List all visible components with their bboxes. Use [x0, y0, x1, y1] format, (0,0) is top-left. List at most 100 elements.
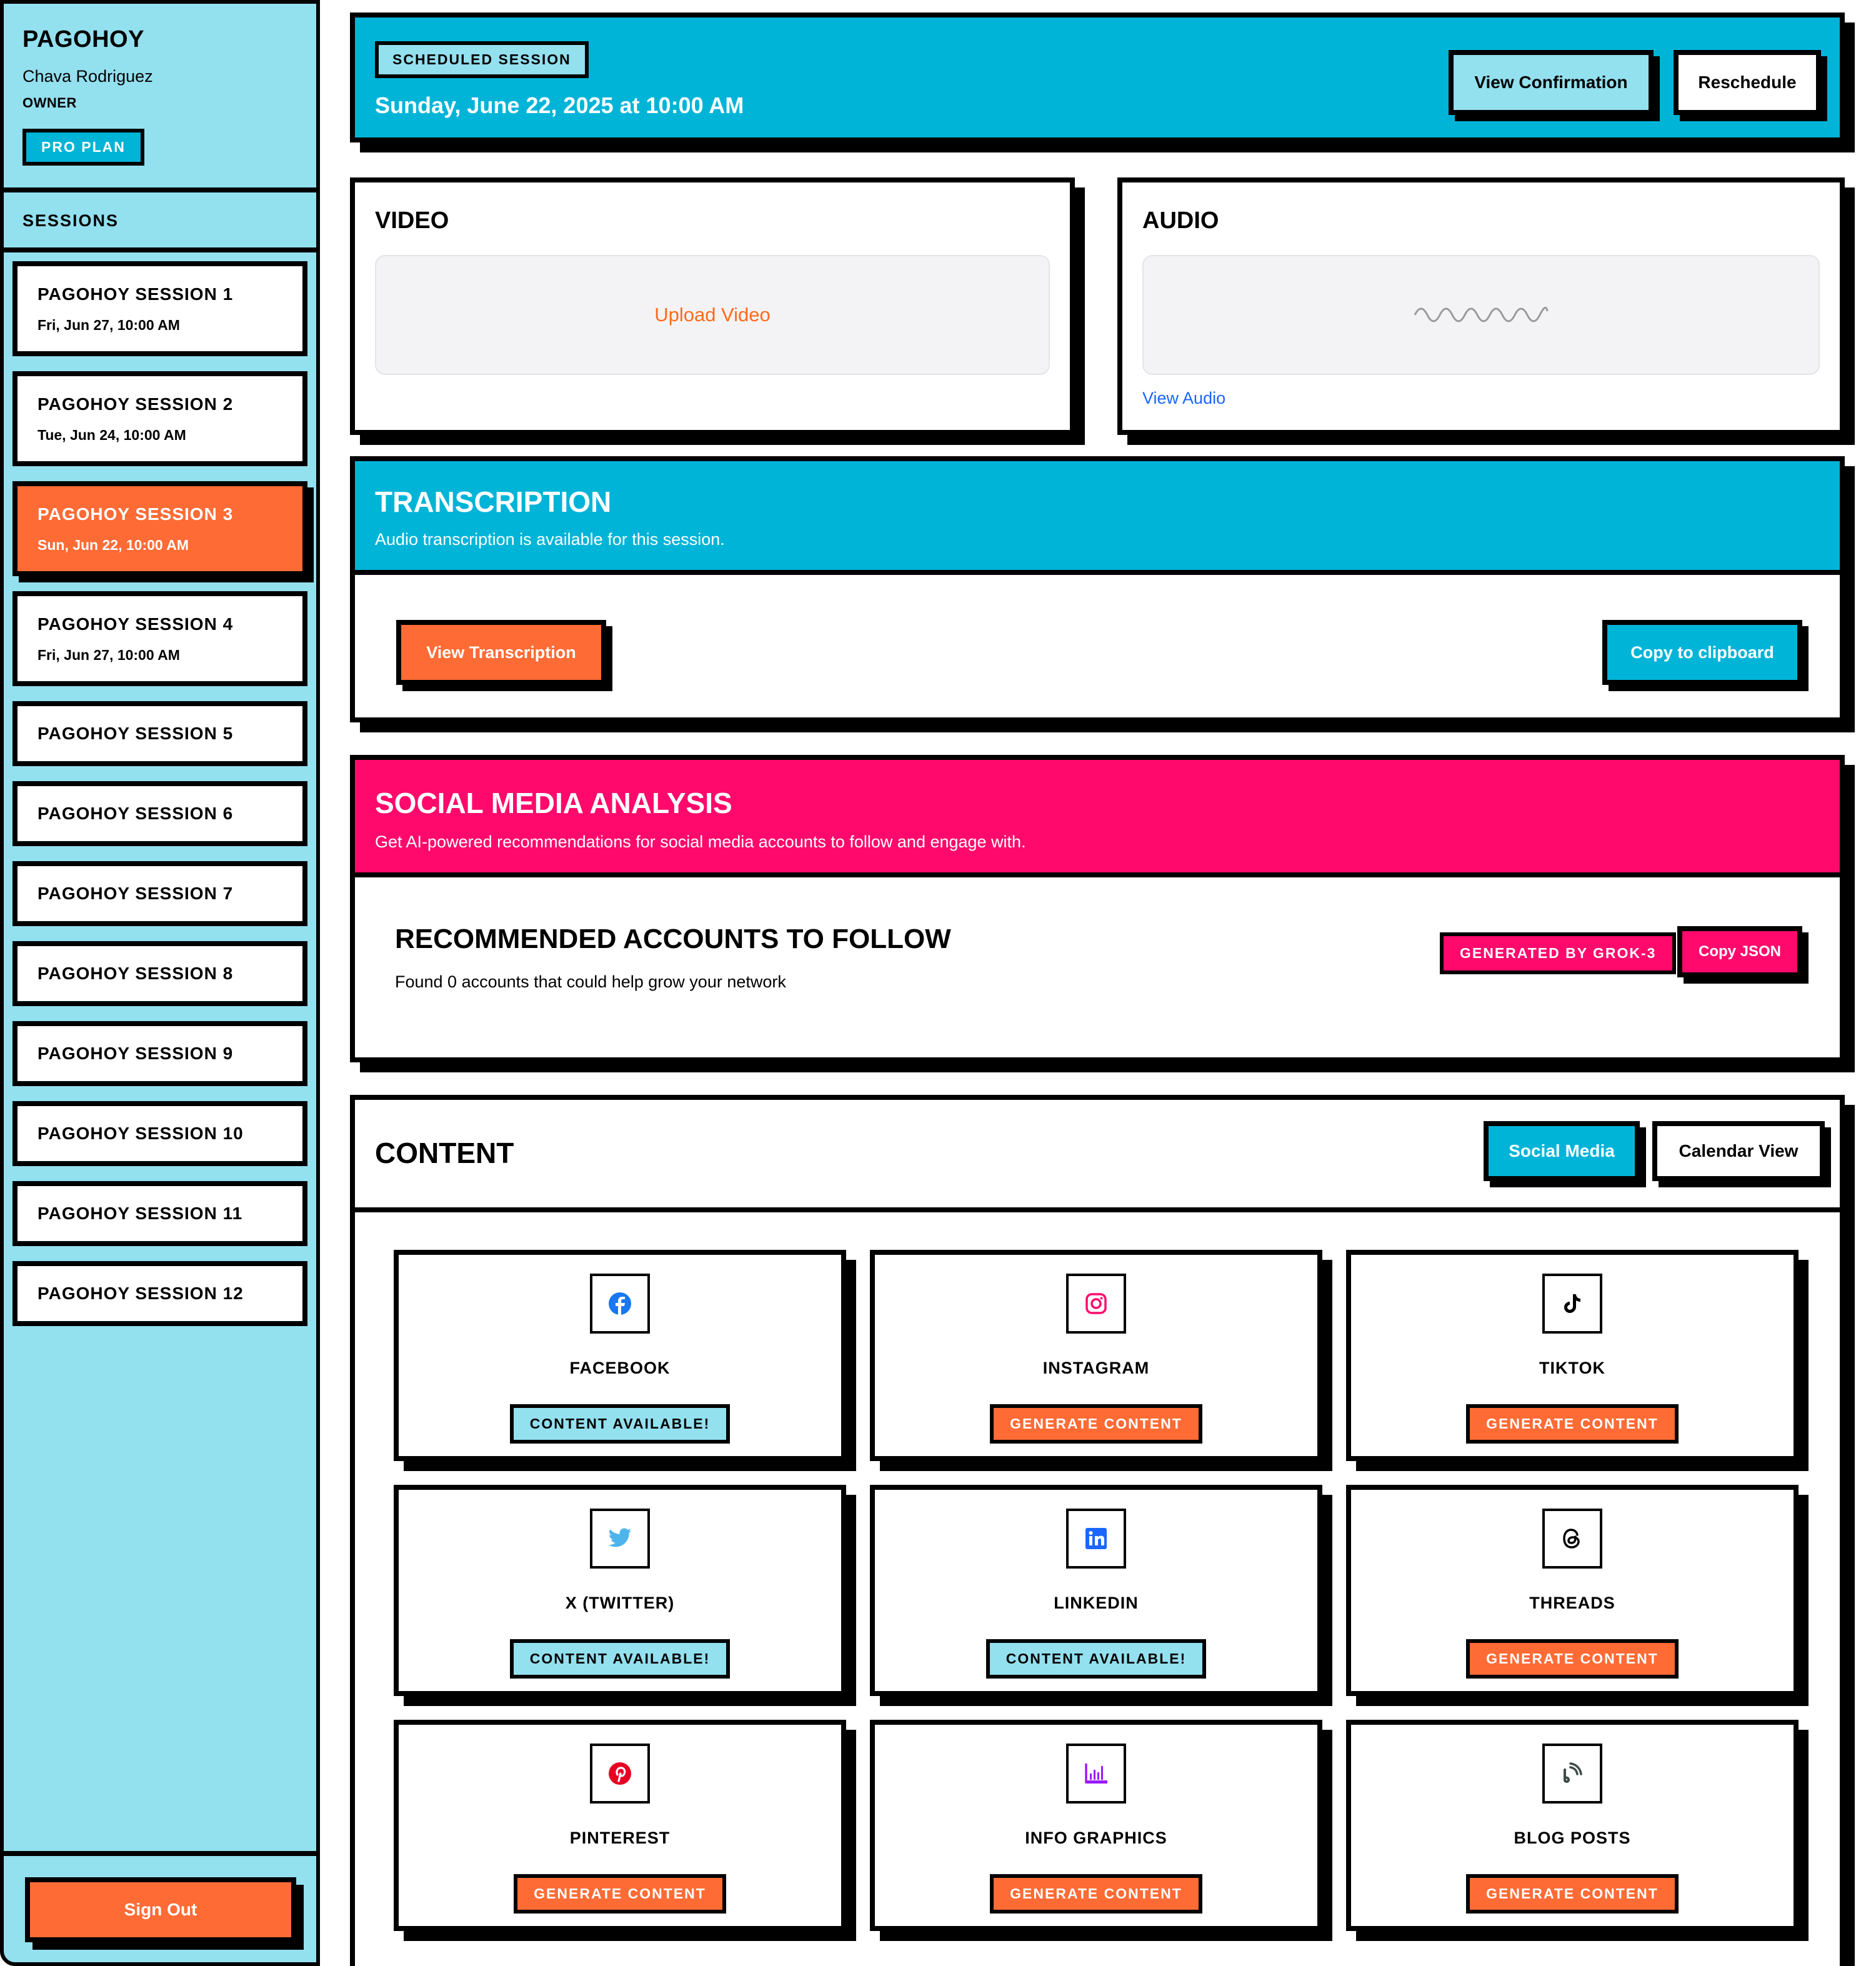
generated-by-badge: GENERATED BY GROK-3	[1440, 932, 1677, 974]
platform-card-linkedin[interactable]: LINKEDIN CONTENT AVAILABLE!	[870, 1485, 1322, 1696]
audio-title: AUDIO	[1142, 207, 1219, 234]
pinterest-icon	[590, 1744, 650, 1804]
session-item-7[interactable]: PAGOHOY SESSION 7	[12, 861, 307, 926]
sign-out-button[interactable]: Sign Out	[25, 1877, 296, 1942]
session-item-4[interactable]: PAGOHOY SESSION 4 Fri, Jun 27, 10:00 AM	[12, 591, 307, 686]
platform-card-twitter[interactable]: X (TWITTER) CONTENT AVAILABLE!	[394, 1485, 846, 1696]
generate-content-button[interactable]: GENERATE CONTENT	[1466, 1639, 1679, 1679]
session-header: SCHEDULED SESSION Sunday, June 22, 2025 …	[350, 12, 1845, 142]
video-upload-area[interactable]: Upload Video	[375, 255, 1050, 375]
session-date: Sun, Jun 22, 10:00 AM	[37, 536, 189, 553]
platform-name: FACEBOOK	[569, 1359, 671, 1377]
platform-card-tiktok[interactable]: TIKTOK GENERATE CONTENT	[1346, 1250, 1799, 1461]
recommended-accounts-count: Found 0 accounts that could help grow yo…	[395, 972, 786, 991]
tiktok-icon	[1542, 1274, 1602, 1334]
upload-video-link[interactable]: Upload Video	[654, 304, 771, 326]
platform-name: THREADS	[1529, 1594, 1615, 1612]
session-date: Fri, Jun 27, 10:00 AM	[37, 316, 180, 333]
session-title: PAGOHOY SESSION 7	[37, 884, 234, 903]
content-available-button[interactable]: CONTENT AVAILABLE!	[509, 1404, 731, 1444]
platform-card-instagram[interactable]: INSTAGRAM GENERATE CONTENT	[870, 1250, 1322, 1461]
platform-card-threads[interactable]: THREADS GENERATE CONTENT	[1346, 1485, 1799, 1696]
plan-badge: PRO PLAN	[22, 129, 144, 166]
content-available-button[interactable]: CONTENT AVAILABLE!	[509, 1639, 731, 1679]
video-title: VIDEO	[375, 207, 449, 234]
platform-card-blog-posts[interactable]: BLOG POSTS GENERATE CONTENT	[1346, 1720, 1799, 1931]
session-title: PAGOHOY SESSION 12	[37, 1284, 244, 1303]
session-item-8[interactable]: PAGOHOY SESSION 8	[12, 941, 307, 1006]
brand-name: PAGOHOY	[22, 26, 144, 52]
platform-card-pinterest[interactable]: PINTEREST GENERATE CONTENT	[394, 1720, 846, 1931]
threads-icon	[1542, 1509, 1602, 1569]
video-panel: VIDEO Upload Video	[350, 177, 1075, 435]
generate-content-button[interactable]: GENERATE CONTENT	[514, 1874, 726, 1914]
recommended-accounts-title: RECOMMENDED ACCOUNTS TO FOLLOW	[395, 924, 951, 954]
platform-grid: FACEBOOK CONTENT AVAILABLE! INSTAGRAM GE…	[394, 1250, 1800, 1931]
platform-name: INSTAGRAM	[1042, 1359, 1150, 1377]
transcription-panel: TRANSCRIPTION Audio transcription is ava…	[350, 456, 1845, 722]
session-item-1[interactable]: PAGOHOY SESSION 1 Fri, Jun 27, 10:00 AM	[12, 261, 307, 356]
profile-section: PAGOHOY Chava Rodriguez OWNER PRO PLAN	[4, 4, 316, 192]
content-title: CONTENT	[375, 1137, 514, 1169]
copy-to-clipboard-button[interactable]: Copy to clipboard	[1602, 620, 1802, 685]
platform-card-facebook[interactable]: FACEBOOK CONTENT AVAILABLE!	[394, 1250, 846, 1461]
session-item-12[interactable]: PAGOHOY SESSION 12	[12, 1261, 307, 1326]
session-title: PAGOHOY SESSION 5	[37, 724, 234, 743]
twitter-icon	[590, 1509, 650, 1569]
tab-calendar-view[interactable]: Calendar View	[1652, 1121, 1825, 1181]
session-title: PAGOHOY SESSION 3	[37, 504, 234, 524]
audio-panel: AUDIO View Audio	[1117, 177, 1845, 435]
session-item-6[interactable]: PAGOHOY SESSION 6	[12, 781, 307, 846]
user-role: OWNER	[22, 95, 77, 111]
social-analysis-subtitle: Get AI-powered recommendations for socia…	[375, 832, 1026, 851]
reschedule-button[interactable]: Reschedule	[1674, 50, 1821, 115]
session-title: PAGOHOY SESSION 11	[37, 1204, 243, 1223]
transcription-header: TRANSCRIPTION Audio transcription is ava…	[355, 461, 1840, 575]
tab-social-media[interactable]: Social Media	[1484, 1121, 1640, 1181]
waveform-icon	[1414, 306, 1549, 322]
content-available-button[interactable]: CONTENT AVAILABLE!	[985, 1639, 1207, 1679]
session-title: PAGOHOY SESSION 9	[37, 1044, 234, 1063]
session-list: PAGOHOY SESSION 1 Fri, Jun 27, 10:00 AM …	[4, 252, 316, 1326]
generate-content-button[interactable]: GENERATE CONTENT	[1466, 1874, 1679, 1914]
session-item-2[interactable]: PAGOHOY SESSION 2 Tue, Jun 24, 10:00 AM	[12, 371, 307, 466]
session-title: PAGOHOY SESSION 6	[37, 804, 234, 823]
session-title: PAGOHOY SESSION 2	[37, 394, 234, 414]
generate-content-button[interactable]: GENERATE CONTENT	[1466, 1404, 1679, 1444]
sessions-heading: SESSIONS	[4, 192, 316, 252]
platform-name: BLOG POSTS	[1514, 1829, 1631, 1847]
sidebar: PAGOHOY Chava Rodriguez OWNER PRO PLAN S…	[0, 0, 320, 1966]
chart-icon	[1066, 1744, 1126, 1804]
social-analysis-header: SOCIAL MEDIA ANALYSIS Get AI-powered rec…	[355, 760, 1840, 877]
platform-name: X (TWITTER)	[565, 1594, 675, 1612]
instagram-icon	[1066, 1274, 1126, 1334]
session-title: PAGOHOY SESSION 8	[37, 964, 234, 983]
copy-json-button[interactable]: Copy JSON	[1677, 926, 1802, 977]
generate-content-button[interactable]: GENERATE CONTENT	[990, 1874, 1202, 1914]
platform-card-infographics[interactable]: INFO GRAPHICS GENERATE CONTENT	[870, 1720, 1322, 1931]
platform-name: LINKEDIN	[1054, 1594, 1139, 1612]
platform-name: INFO GRAPHICS	[1025, 1829, 1167, 1847]
social-analysis-panel: SOCIAL MEDIA ANALYSIS Get AI-powered rec…	[350, 755, 1845, 1062]
session-item-5[interactable]: PAGOHOY SESSION 5	[12, 701, 307, 766]
session-date: Tue, Jun 24, 10:00 AM	[37, 426, 186, 443]
session-title: PAGOHOY SESSION 10	[37, 1124, 244, 1143]
session-item-11[interactable]: PAGOHOY SESSION 11	[12, 1181, 307, 1246]
content-panel: CONTENT Social Media Calendar View FACEB…	[350, 1095, 1845, 1966]
audio-player-area[interactable]	[1142, 255, 1820, 375]
blog-icon	[1542, 1744, 1602, 1804]
transcription-subtitle: Audio transcription is available for thi…	[375, 530, 725, 549]
view-transcription-button[interactable]: View Transcription	[396, 620, 606, 685]
session-item-10[interactable]: PAGOHOY SESSION 10	[12, 1101, 307, 1166]
user-name: Chava Rodriguez	[22, 67, 153, 86]
view-audio-link[interactable]: View Audio	[1142, 389, 1226, 407]
session-item-9[interactable]: PAGOHOY SESSION 9	[12, 1021, 307, 1086]
platform-name: TIKTOK	[1539, 1359, 1605, 1377]
session-item-3-active[interactable]: PAGOHOY SESSION 3 Sun, Jun 22, 10:00 AM	[12, 481, 307, 576]
generate-content-button[interactable]: GENERATE CONTENT	[990, 1404, 1202, 1444]
session-title: PAGOHOY SESSION 1	[37, 284, 234, 304]
session-datetime: Sunday, June 22, 2025 at 10:00 AM	[375, 92, 744, 118]
social-analysis-title: SOCIAL MEDIA ANALYSIS	[375, 787, 732, 819]
view-confirmation-button[interactable]: View Confirmation	[1449, 50, 1654, 115]
session-title: PAGOHOY SESSION 4	[37, 614, 234, 634]
